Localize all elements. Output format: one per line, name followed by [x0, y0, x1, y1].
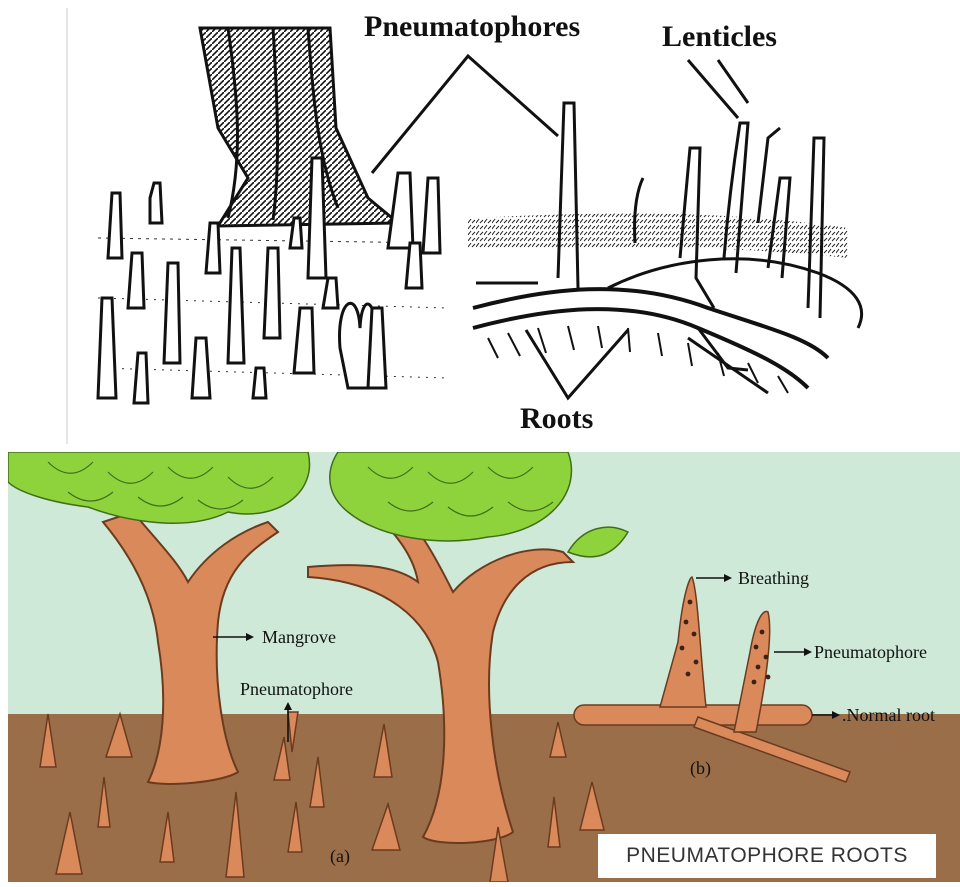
label-breathing: Breathing	[738, 568, 809, 588]
caption-text: PNEUMATOPHORE ROOTS	[626, 844, 908, 868]
label-lenticles: Lenticles	[662, 20, 777, 53]
bottom-illustration: Mangrove Pneumatophore Breathing Pneumat…	[8, 452, 960, 882]
label-panel-b: (b)	[690, 758, 711, 779]
label-pneumatophore-left: Pneumatophore	[240, 679, 353, 699]
label-pneumatophore-right: Pneumatophore	[814, 642, 927, 662]
label-roots: Roots	[520, 402, 593, 435]
caption-box: PNEUMATOPHORE ROOTS	[598, 834, 936, 878]
top-illustration: Pneumatophores Lenticles Roots	[66, 8, 882, 444]
label-panel-a: (a)	[330, 846, 350, 867]
label-mangrove: Mangrove	[262, 627, 336, 647]
cross-section-sketch	[468, 214, 862, 393]
label-normal-root: .Normal root	[842, 705, 935, 725]
normal-root	[574, 705, 812, 725]
pneumatophore-sketch: Pneumatophores Lenticles Roots	[68, 8, 882, 444]
mangrove-diagram: Mangrove Pneumatophore Breathing Pneumat…	[8, 452, 960, 882]
label-pneumatophores: Pneumatophores	[364, 10, 580, 43]
tree-trunk-sketch	[200, 28, 398, 226]
